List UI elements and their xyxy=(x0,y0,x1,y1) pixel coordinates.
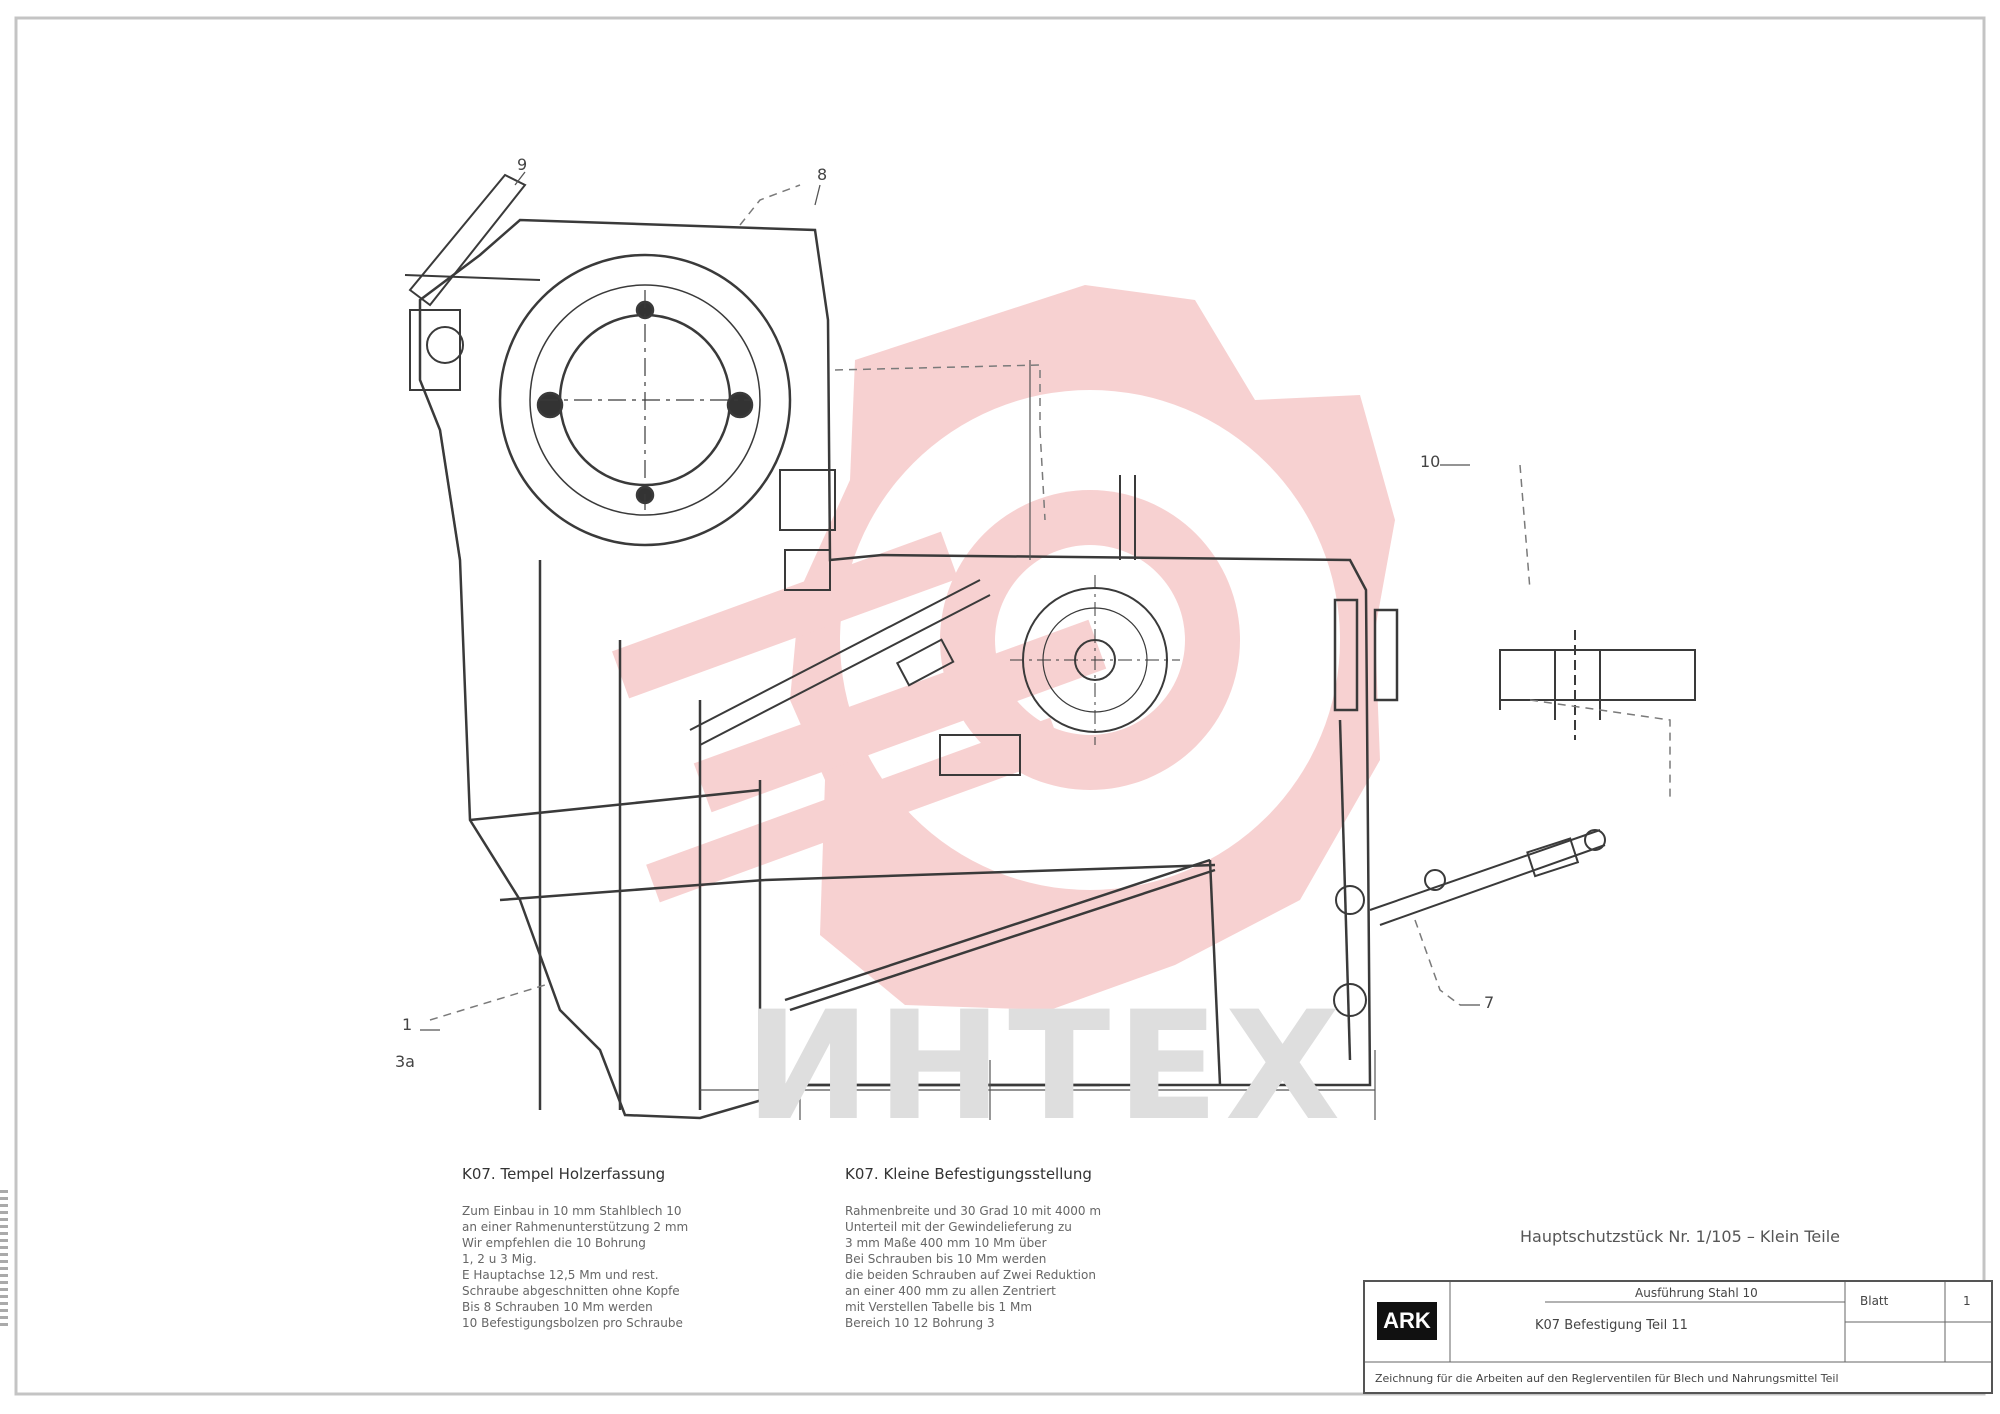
note-left-title: K07. Tempel Holzerfassung xyxy=(462,1165,666,1183)
callout-label: 3a xyxy=(395,1052,415,1071)
note-line: 3 mm Maße 400 mm 10 Mm über xyxy=(845,1236,1047,1250)
callout-label: 7 xyxy=(1484,993,1495,1012)
title-block-note: Zeichnung für die Arbeiten auf den Regle… xyxy=(1375,1372,1839,1385)
note-line: Bei Schrauben bis 10 Mm werden xyxy=(845,1252,1047,1266)
main-housing xyxy=(418,218,1399,1120)
callout-label: 10 xyxy=(1420,452,1441,471)
note-line: mit Verstellen Tabelle bis 1 Mm xyxy=(845,1300,1033,1314)
note-line: Bereich 10 12 Bohrung 3 xyxy=(845,1316,995,1330)
title-block: ARK Ausführung Stahl 10 K07 Befestigung … xyxy=(1363,1280,1993,1394)
note-right: K07. Kleine Befestigungsstellung Rahmenb… xyxy=(845,1165,1175,1331)
watermark-text: ИНТЕХ xyxy=(745,980,1347,1154)
title-block-grid xyxy=(1365,1282,1991,1363)
callout-stubs xyxy=(420,171,1480,1031)
note-line: 10 Befestigungsbolzen pro Schraube xyxy=(462,1316,683,1330)
assembly-caption: Hauptschutzstück Nr. 1/105 – Klein Teile xyxy=(1520,1227,1841,1246)
title-block-subtitle: Ausführung Stahl 10 xyxy=(1635,1286,1758,1300)
note-line: Rahmenbreite und 30 Grad 10 mit 4000 m xyxy=(845,1204,1102,1218)
lever-arm xyxy=(404,173,541,561)
company-logo: ARK xyxy=(1377,1302,1437,1340)
dimension-lines xyxy=(700,360,1376,1120)
note-line: Zum Einbau in 10 mm Stahlblech 10 xyxy=(462,1204,682,1218)
callout-label: 8 xyxy=(817,165,828,184)
callout-label: 1 xyxy=(402,1015,413,1034)
secondary-wheel xyxy=(1010,575,1180,745)
exploded-parts xyxy=(1333,630,1696,1017)
internal-linkage xyxy=(689,469,1136,776)
margin-strip xyxy=(0,1190,8,1330)
main-hub xyxy=(498,253,792,547)
leader-lines xyxy=(429,184,1671,1021)
note-line: die beiden Schrauben auf Zwei Reduktion xyxy=(845,1268,1096,1282)
note-line: an einer Rahmenunterstützung 2 mm xyxy=(462,1220,689,1234)
note-line: an einer 400 mm zu allen Zentriert xyxy=(845,1284,1056,1298)
note-line: Unterteil mit der Gewindelieferung zu xyxy=(845,1220,1072,1234)
note-line: Schraube abgeschnitten ohne Kopfe xyxy=(462,1284,680,1298)
note-right-title: K07. Kleine Befestigungsstellung xyxy=(845,1165,1092,1183)
callout-label: 9 xyxy=(517,155,528,174)
title-block-title: K07 Befestigung Teil 11 xyxy=(1535,1318,1688,1333)
sheet-frame xyxy=(14,16,1986,1396)
note-line: Bis 8 Schrauben 10 Mm werden xyxy=(462,1300,653,1314)
note-line: E Hauptachse 12,5 Mm und rest. xyxy=(462,1268,659,1282)
sheet-label: Blatt xyxy=(1860,1294,1889,1308)
note-line: Wir empfehlen die 10 Bohrung xyxy=(462,1236,646,1250)
note-line: 1, 2 u 3 Mig. xyxy=(462,1252,537,1266)
sheet-number: 1 xyxy=(1963,1294,1971,1308)
note-left: K07. Tempel Holzerfassung Zum Einbau in … xyxy=(462,1165,782,1331)
